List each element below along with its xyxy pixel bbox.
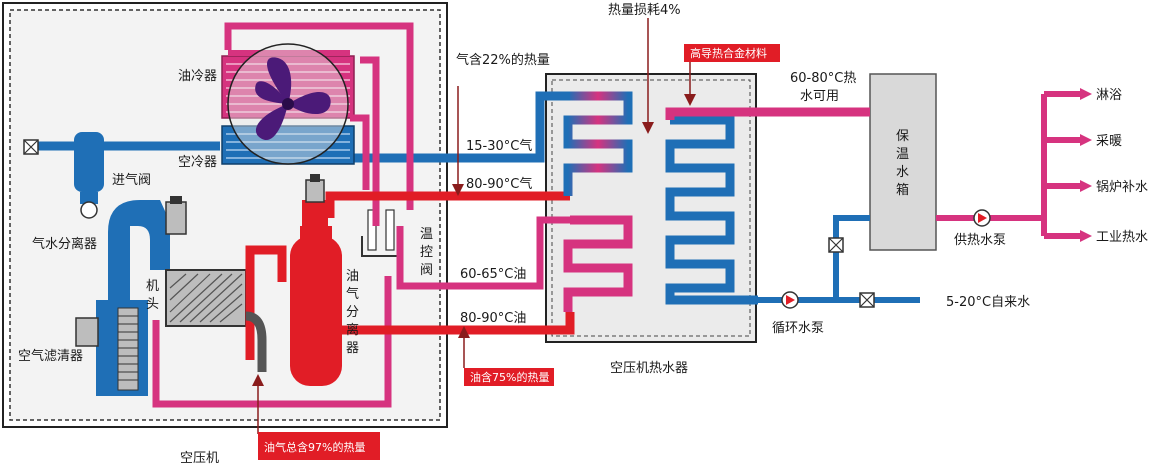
tank-label-1: 保 bbox=[896, 129, 909, 144]
water-separator bbox=[74, 132, 104, 219]
intake-valve-cross bbox=[23, 139, 39, 155]
separator-label-5: 器 bbox=[346, 341, 359, 356]
badge-material-text: 高导热合金材料 bbox=[690, 46, 767, 60]
separator-label-4: 离 bbox=[346, 322, 359, 338]
air-cooler-label: 空冷器 bbox=[178, 155, 217, 170]
oil-gas-separator bbox=[290, 174, 342, 386]
output-label-industrial: 工业热水 bbox=[1096, 230, 1148, 245]
tank-label-3: 水 bbox=[896, 165, 909, 180]
badge-75-bg bbox=[464, 368, 554, 386]
tap-water-valve-icon bbox=[859, 292, 875, 308]
badge-97-text: 油气总含97%的热量 bbox=[264, 440, 365, 454]
output-label-shower: 淋浴 bbox=[1096, 88, 1122, 103]
supply-pump-label: 供热水泵 bbox=[954, 233, 1006, 248]
intake-valve-label: 进气阀 bbox=[112, 172, 151, 188]
compressor-frame-outer bbox=[2, 2, 448, 428]
heater-title: 空压机热水器 bbox=[610, 361, 688, 376]
air-filter bbox=[75, 300, 148, 396]
circulation-pump-label: 循环水泵 bbox=[772, 321, 824, 336]
storage-tank bbox=[869, 73, 937, 251]
gas-15-30-label: 15-30°C气 bbox=[466, 138, 532, 154]
tap-water-label: 5-20°C自来水 bbox=[946, 295, 1030, 310]
gas-80-90-label: 80-90°C气 bbox=[466, 176, 532, 192]
circulation-pump-icon bbox=[781, 291, 799, 309]
water-heater-inner-dashed bbox=[551, 79, 751, 337]
water-separator-label: 气水分离器 bbox=[32, 236, 97, 252]
output-label-heating: 采暖 bbox=[1096, 134, 1122, 149]
badge-97-bg bbox=[258, 432, 380, 460]
tank-label-2: 温 bbox=[896, 147, 909, 162]
oil-60-65-label: 60-65°C油 bbox=[460, 267, 526, 282]
fan-icon bbox=[227, 43, 349, 165]
air-filter-label: 空气滤清器 bbox=[18, 348, 83, 364]
compressor-title: 空压机 bbox=[180, 451, 219, 466]
separator-label-3: 分 bbox=[346, 305, 359, 320]
machine-head bbox=[165, 269, 247, 327]
output-arrows bbox=[1080, 88, 1092, 242]
machine-head-label-2: 头 bbox=[146, 297, 159, 312]
separator-label-2: 气 bbox=[346, 286, 359, 302]
thermo-valve-label-2: 控 bbox=[420, 245, 433, 260]
badge-material-bg bbox=[684, 44, 780, 62]
intake-duct bbox=[108, 196, 187, 300]
thermo-valve-label-3: 阀 bbox=[420, 263, 433, 278]
heater-coils-right bbox=[665, 107, 870, 305]
tank-inlet-valve-icon bbox=[828, 237, 844, 253]
machine-head-label-1: 机 bbox=[146, 279, 159, 294]
head-oil-pipe bbox=[245, 311, 267, 372]
air-intake-pipe bbox=[38, 91, 570, 163]
oil-80-90-label: 80-90°C油 bbox=[460, 311, 526, 326]
supply-pump-icon bbox=[973, 209, 991, 227]
badge-75-text: 油含75%的热量 bbox=[470, 370, 549, 384]
oil-loop-pink bbox=[152, 22, 570, 408]
hot-water-supply-pipe bbox=[936, 91, 1080, 239]
output-label-boiler: 锅炉补水 bbox=[1096, 179, 1148, 195]
hot-gas-pipe bbox=[325, 191, 570, 218]
tank-label-4: 箱 bbox=[896, 182, 909, 198]
thermo-valve-label-1: 温 bbox=[420, 227, 433, 242]
heater-coils-left bbox=[563, 91, 633, 312]
oil-cooler-label: 油冷器 bbox=[178, 69, 217, 84]
separator-label-1: 油 bbox=[346, 269, 359, 284]
heat-loss-label: 热量损耗4% bbox=[608, 3, 681, 18]
gas-22-label: 气含22%的热量 bbox=[456, 52, 550, 68]
hot-water-label-2: 水可用 bbox=[800, 89, 839, 104]
annotation-arrows bbox=[252, 18, 696, 434]
hot-water-label-1: 60-80°C热 bbox=[790, 71, 856, 86]
hot-oil-pipe bbox=[245, 245, 575, 360]
